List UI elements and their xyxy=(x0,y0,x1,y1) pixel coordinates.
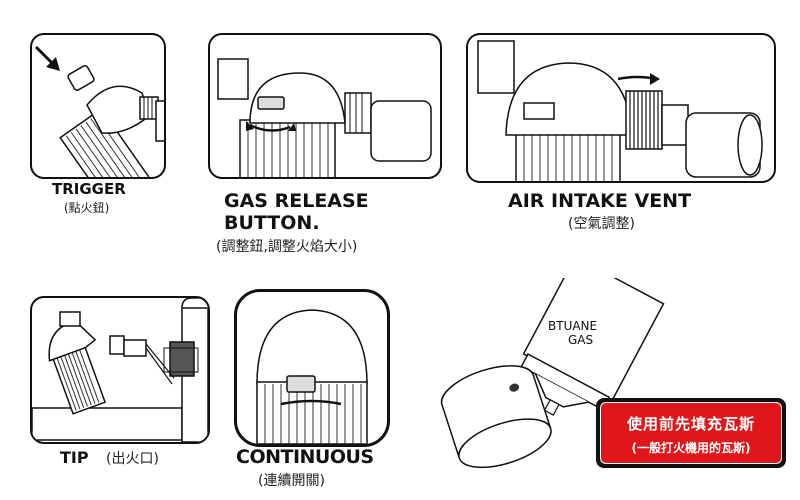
refill-illustration: BTUANE GAS xyxy=(440,278,665,469)
continuous-panel xyxy=(234,289,390,447)
gas-release-title-line2: BUTTON. xyxy=(224,212,320,234)
rotate-arrow-icon xyxy=(249,123,291,132)
tip-panel xyxy=(30,296,210,444)
tip-illustration xyxy=(32,298,208,442)
continuous-switch xyxy=(286,375,316,393)
air-intake-subtitle: (空氣調整) xyxy=(568,216,635,232)
warning-line1: 使用前先填充瓦斯 xyxy=(626,415,755,433)
continuous-title: CONTINUOUS xyxy=(236,446,374,468)
air-intake-illustration xyxy=(477,40,763,181)
gas-release-panel xyxy=(208,33,442,179)
trigger-illustration xyxy=(34,45,164,177)
air-intake-panel xyxy=(466,33,776,183)
gas-release-subtitle: (調整鈕,調整火焰大小) xyxy=(216,239,358,255)
refill-warning-box: 使用前先填充瓦斯 (一般打火機用的瓦斯) xyxy=(596,398,786,468)
can-label-line1: BTUANE xyxy=(548,319,597,333)
tip-title: TIP xyxy=(60,448,89,467)
arrow-icon xyxy=(46,57,60,71)
air-intake-title: AIR INTAKE VENT xyxy=(508,190,692,212)
can-label-line2: GAS xyxy=(568,333,593,347)
trigger-title: TRIGGER xyxy=(52,180,126,198)
tip-subtitle: (出火口) xyxy=(106,451,159,467)
continuous-subtitle: (連續開關) xyxy=(258,473,325,489)
warning-line2: (一般打火機用的瓦斯) xyxy=(631,441,751,455)
gas-release-title-line1: GAS RELEASE xyxy=(224,190,369,212)
refill-warning-inner: 使用前先填充瓦斯 (一般打火機用的瓦斯) xyxy=(600,402,782,464)
slide-arrow-icon xyxy=(280,399,342,406)
gas-release-illustration xyxy=(217,58,432,177)
trigger-subtitle: (點火鈕) xyxy=(64,201,110,215)
continuous-illustration xyxy=(256,309,368,444)
trigger-panel xyxy=(30,33,166,179)
